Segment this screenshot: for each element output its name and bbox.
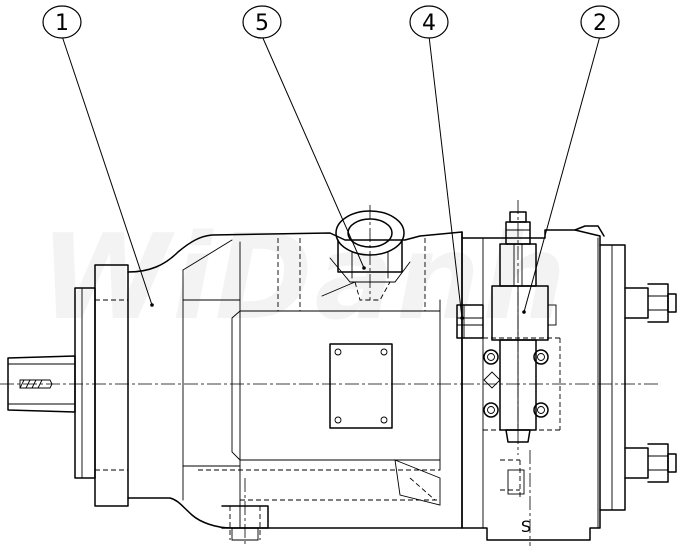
side-screw-upper (624, 283, 677, 323)
watermark-text: WiDanh (40, 208, 568, 346)
leader-1 (61, 35, 153, 306)
callout-number-2: 2 (593, 11, 607, 36)
callout-bubble-5: 5 (242, 5, 282, 39)
callout-bubble-4: 4 (409, 5, 449, 39)
leader-4 (428, 35, 463, 319)
control-block (461, 225, 626, 541)
port-s-label: S (521, 517, 531, 536)
callout-number-4: 4 (422, 11, 436, 36)
cover-plate (329, 343, 393, 429)
leader-5 (261, 35, 365, 269)
leader-2 (523, 35, 601, 313)
callout-bubble-1: 1 (42, 5, 82, 39)
leader-4-dot (460, 316, 464, 320)
callout-bubble-2: 2 (580, 5, 620, 39)
leader-2-dot (522, 310, 526, 314)
callout-number-5: 5 (255, 11, 269, 36)
leader-5-dot (362, 266, 366, 270)
side-screw-lower (624, 443, 677, 483)
pump-housing (127, 231, 463, 529)
leader-1-dot (150, 303, 154, 307)
callout-number-1: 1 (55, 11, 69, 36)
drain-port (221, 478, 269, 545)
valve-bolts (483, 349, 549, 418)
mounting-flange (74, 264, 129, 507)
